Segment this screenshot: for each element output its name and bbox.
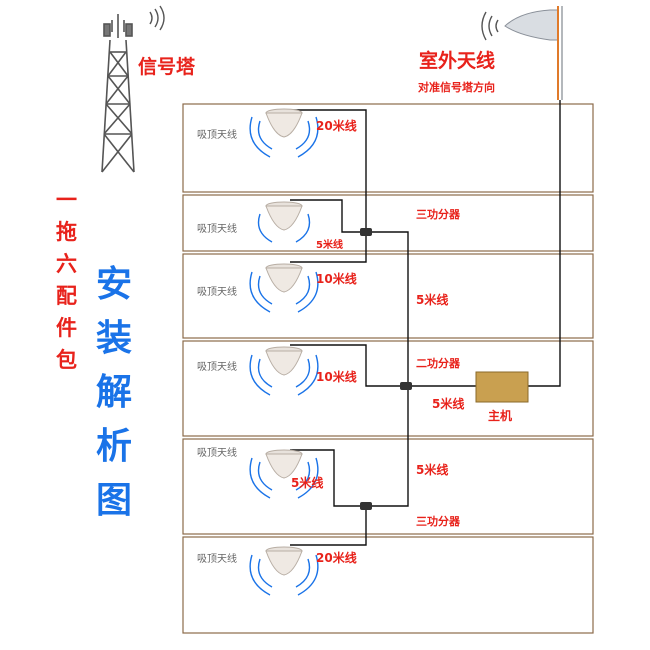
floor-antenna-label: 吸顶天线 (197, 287, 237, 298)
floor-cable-label: 5米线 (291, 476, 324, 490)
floor-antenna-label: 吸顶天线 (197, 362, 237, 373)
upper-splitter-label: 三功分器 (416, 208, 460, 221)
side-title-char: 配 (56, 284, 77, 308)
floor-cable-label: 5米线 (316, 240, 343, 251)
outdoor-antenna-label: 室外天线 (419, 50, 496, 72)
floor-antenna-label: 吸顶天线 (197, 554, 237, 565)
floor-antenna-label: 吸顶天线 (197, 448, 237, 459)
lower-splitter-label: 三功分器 (416, 515, 460, 528)
host-cable-label: 5米线 (432, 397, 465, 411)
side-title-large: 安 装 解 析 图 (96, 258, 132, 528)
tower-wave-icon (149, 5, 165, 31)
side-title-char: 解 (96, 372, 133, 413)
host-unit (475, 371, 529, 403)
side-title-char: 图 (96, 480, 133, 521)
side-title-char: 装 (96, 318, 133, 359)
side-title-char: 件 (56, 316, 77, 340)
floor-cable-label: 10米线 (316, 272, 357, 286)
host-label: 主机 (488, 409, 513, 423)
floor-cable-label: 10米线 (316, 370, 357, 384)
floor-cable-label: 20米线 (316, 119, 357, 133)
side-title-small: 一 拖 六 配 件 包 (56, 184, 77, 376)
floor-antenna-label: 吸顶天线 (197, 130, 237, 141)
signal-tower-icon (101, 14, 135, 173)
ceiling-antenna-icon (249, 449, 319, 499)
middle-splitter-label: 二功分器 (416, 357, 460, 370)
ceiling-antenna-icon (249, 546, 319, 596)
floor-antenna-label: 吸顶天线 (197, 224, 237, 235)
upper-trunk-cable-label: 5米线 (416, 293, 449, 307)
ceiling-antenna-icon (249, 108, 319, 158)
lower-trunk-cable-label: 5米线 (416, 463, 449, 477)
side-title-char: 一 (56, 188, 77, 212)
signal-tower-label: 信号塔 (138, 56, 196, 78)
side-title-char: 包 (56, 348, 77, 372)
side-title-char: 六 (56, 252, 77, 276)
cable-network (290, 100, 561, 546)
floor-cable-label: 20米线 (316, 551, 357, 565)
outdoor-wave-icon (481, 11, 499, 41)
side-title-char: 析 (96, 426, 133, 467)
ceiling-antenna-icon (249, 346, 319, 396)
side-title-char: 拖 (56, 220, 77, 244)
ceiling-antenna-icon (257, 201, 311, 243)
building-outline (182, 103, 594, 634)
outdoor-antenna-icon (504, 6, 563, 100)
outdoor-antenna-caption: 对准信号塔方向 (418, 81, 495, 94)
ceiling-antenna-icon (249, 263, 319, 313)
splitter-nodes (360, 228, 412, 510)
side-title-char: 安 (96, 264, 133, 305)
